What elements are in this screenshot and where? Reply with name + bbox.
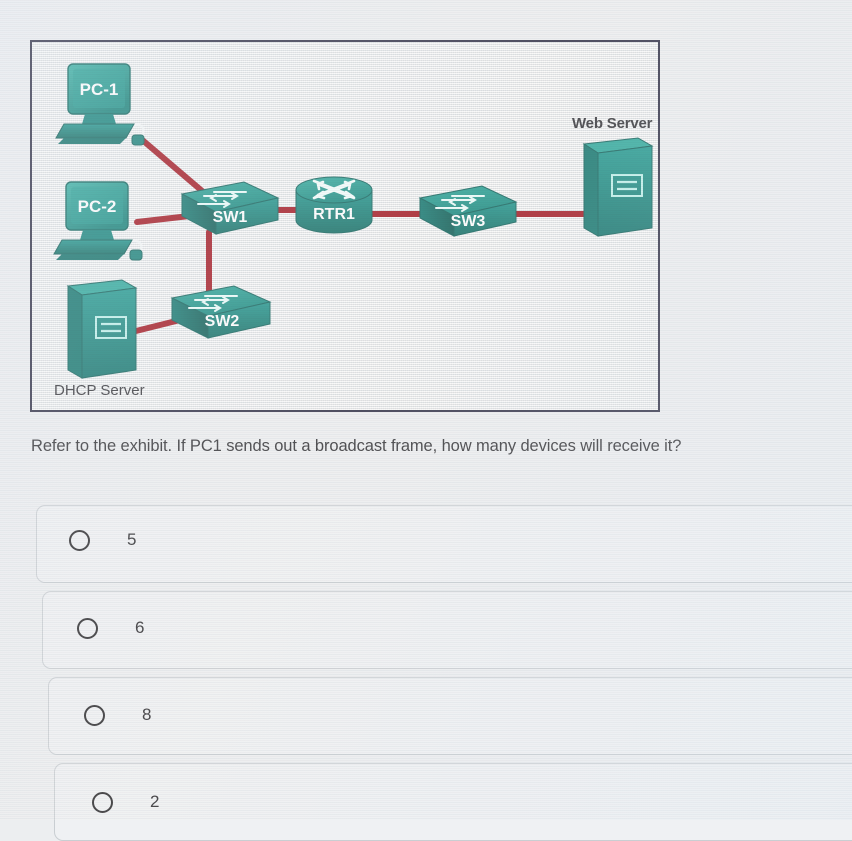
device-dhcp-server <box>66 279 138 379</box>
radio-button-icon-1[interactable] <box>77 618 98 639</box>
radio-button-icon-0[interactable] <box>69 530 90 551</box>
answer-option-0[interactable]: 5 <box>36 505 852 583</box>
answer-option-3[interactable]: 2 <box>54 763 852 841</box>
answer-option-label-3: 2 <box>150 792 160 811</box>
device-sw2: SW2 <box>170 285 272 339</box>
radio-button-icon-3[interactable] <box>92 792 113 813</box>
device-label-dhcp-server: DHCP Server <box>54 382 145 399</box>
question-text: Refer to the exhibit. If PC1 sends out a… <box>31 437 682 455</box>
device-label-webserver: Web Server <box>572 115 653 132</box>
network-topology-svg: PC-1 PC-2 SW1 <box>53 63 654 379</box>
radio-button-icon-2[interactable] <box>84 705 105 726</box>
answer-option-1[interactable]: 6 <box>42 591 852 669</box>
device-label-rtr1: RTR1 <box>313 206 355 223</box>
answer-option-label-0: 5 <box>127 530 137 549</box>
device-rtr1: RTR1 <box>295 176 373 234</box>
exhibit-diagram: PC-1 PC-2 SW1 <box>30 40 660 412</box>
device-label-pc2: PC-2 <box>78 197 117 216</box>
device-label-pc1: PC-1 <box>80 80 119 99</box>
answer-option-2[interactable]: 8 <box>48 677 852 755</box>
answer-option-label-1: 6 <box>135 618 145 637</box>
device-label-sw2: SW2 <box>205 313 240 330</box>
device-sw1: SW1 <box>180 181 280 235</box>
device-pc1: PC-1 <box>55 63 145 146</box>
device-label-sw1: SW1 <box>213 209 248 226</box>
device-pc2: PC-2 <box>53 181 143 262</box>
device-sw3: SW3 <box>418 185 518 237</box>
answer-option-label-2: 8 <box>142 705 152 724</box>
device-label-sw3: SW3 <box>451 213 486 230</box>
device-webserver <box>582 137 654 237</box>
